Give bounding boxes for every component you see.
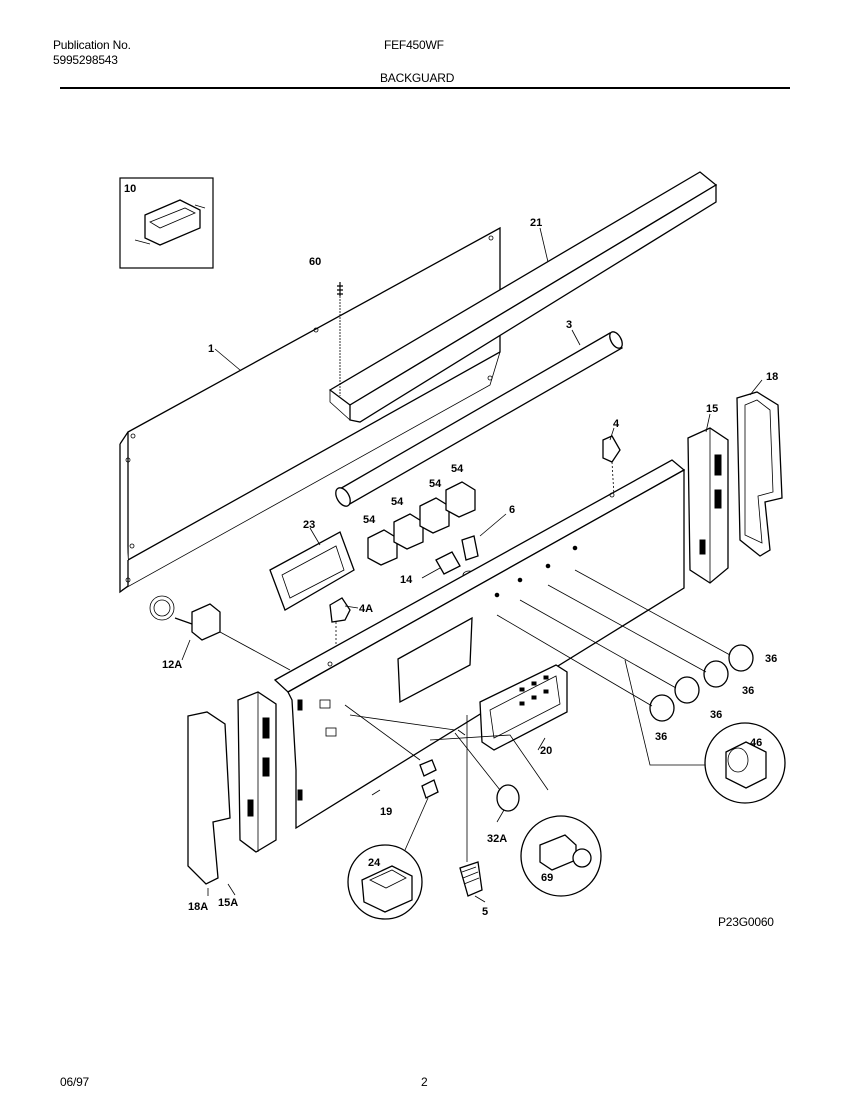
callout-4: 4 [613, 418, 620, 430]
part-54-switches [367, 481, 476, 566]
part-24-rocker-switch [347, 759, 439, 920]
part-46-knob-detail [624, 659, 786, 804]
connecting-lines [344, 704, 456, 761]
part-12a-thermostat [149, 595, 291, 671]
part-18a-end-trim-left [187, 711, 231, 885]
section-title: BACKGUARD [380, 71, 455, 85]
footer-date: 06/97 [60, 1075, 90, 1089]
part-1-back-panel [119, 226, 501, 594]
callout-6: 6 [509, 504, 515, 516]
callout-36-c: 36 [710, 709, 722, 721]
part-32a-and-69 [429, 729, 602, 897]
part-60-screw [337, 282, 343, 396]
header-rule [60, 87, 790, 89]
part-10-inset [119, 177, 214, 269]
callout-18a: 18A [188, 901, 208, 913]
callout-labels: 10 21 60 1 3 18 15 4 54 54 54 54 6 23 14… [124, 183, 778, 918]
part-19-control-panel [273, 459, 686, 830]
callout-1: 1 [208, 343, 214, 355]
part-3-fluorescent-tube [335, 331, 623, 507]
callout-36-a: 36 [765, 653, 777, 665]
callout-5: 5 [482, 906, 488, 918]
part-18-end-trim-right [736, 391, 783, 557]
callout-32a: 32A [487, 833, 507, 845]
part-23-oven-window [269, 531, 355, 611]
part-6-and-14 [435, 535, 479, 580]
callout-14: 14 [400, 574, 413, 586]
callout-54-d: 54 [451, 463, 464, 475]
callout-21: 21 [530, 217, 542, 229]
publication-number: 5995298543 [53, 53, 118, 67]
part-21-top-trim [328, 171, 718, 423]
callout-10: 10 [124, 183, 136, 195]
callout-15: 15 [706, 403, 718, 415]
callout-24: 24 [368, 857, 381, 869]
callout-20: 20 [540, 745, 552, 757]
callout-54-a: 54 [363, 514, 376, 526]
part-5-wire-harness [459, 715, 483, 897]
callout-46: 46 [750, 737, 762, 749]
callout-15a: 15A [218, 897, 238, 909]
callout-36-b: 36 [742, 685, 754, 697]
callout-19: 19 [380, 806, 392, 818]
part-4-clip [602, 435, 621, 497]
part-15-bracket-right [687, 427, 729, 584]
diagram-code: P23G0060 [718, 915, 774, 929]
callout-12a: 12A [162, 659, 182, 671]
callout-3: 3 [566, 319, 572, 331]
callout-23: 23 [303, 519, 315, 531]
callout-18: 18 [766, 371, 778, 383]
part-15a-bracket-left [237, 691, 277, 853]
callout-54-b: 54 [391, 496, 404, 508]
callout-60: 60 [309, 256, 321, 268]
publication-label: Publication No. [53, 38, 131, 52]
leader-lines [181, 227, 763, 903]
part-36-knobs [496, 569, 754, 722]
page-number: 2 [421, 1075, 428, 1089]
callout-69: 69 [541, 872, 553, 884]
callout-36-d: 36 [655, 731, 667, 743]
callout-4a: 4A [359, 603, 373, 615]
model-number: FEF450WF [384, 38, 444, 52]
callout-54-c: 54 [429, 478, 442, 490]
part-20-electronic-control [479, 664, 568, 751]
